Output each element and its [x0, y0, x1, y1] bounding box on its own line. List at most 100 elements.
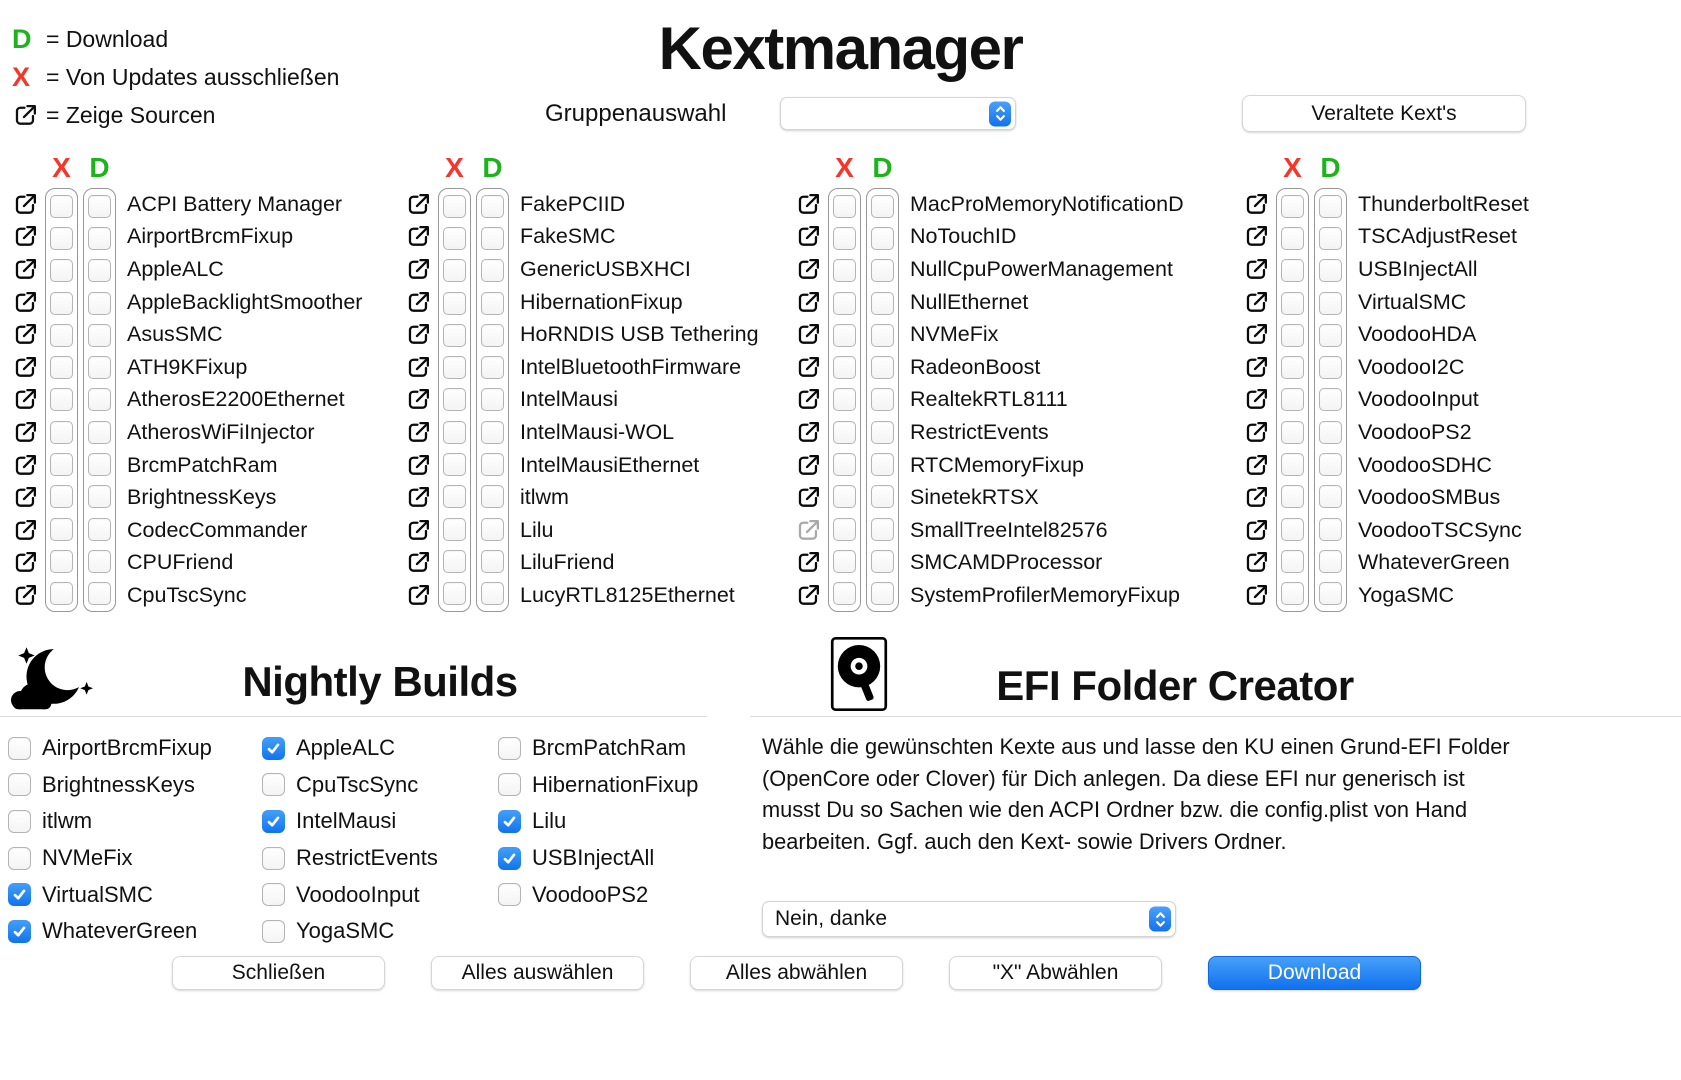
nightly-checkbox[interactable] — [262, 809, 285, 833]
download-checkbox[interactable] — [1319, 517, 1342, 541]
download-checkbox[interactable] — [88, 259, 111, 283]
download-checkbox[interactable] — [481, 259, 504, 283]
download-checkbox[interactable] — [481, 356, 504, 380]
exclude-update-checkbox[interactable] — [1281, 420, 1304, 444]
show-source-icon[interactable] — [12, 354, 39, 381]
exclude-update-checkbox[interactable] — [50, 356, 73, 380]
select-all-button[interactable]: Alles auswählen — [431, 956, 644, 990]
exclude-update-checkbox[interactable] — [1281, 323, 1304, 347]
download-checkbox[interactable] — [1319, 420, 1342, 444]
exclude-update-checkbox[interactable] — [833, 420, 856, 444]
exclude-update-checkbox[interactable] — [443, 420, 466, 444]
show-source-icon[interactable] — [405, 517, 432, 544]
exclude-update-checkbox[interactable] — [443, 582, 466, 606]
show-source-icon[interactable] — [795, 484, 822, 511]
exclude-update-checkbox[interactable] — [443, 226, 466, 250]
show-source-icon[interactable] — [405, 321, 432, 348]
show-source-icon[interactable] — [405, 582, 432, 609]
show-source-icon[interactable] — [12, 549, 39, 576]
show-source-icon[interactable] — [1243, 386, 1270, 413]
exclude-update-checkbox[interactable] — [443, 259, 466, 283]
exclude-update-checkbox[interactable] — [1281, 549, 1304, 573]
nightly-checkbox[interactable] — [498, 773, 521, 797]
show-source-icon[interactable] — [795, 386, 822, 413]
download-checkbox[interactable] — [481, 226, 504, 250]
exclude-update-checkbox[interactable] — [1281, 291, 1304, 315]
efi-choice-dropdown[interactable]: Nein, danke — [762, 901, 1176, 937]
download-checkbox[interactable] — [1319, 388, 1342, 412]
show-source-icon[interactable] — [12, 191, 39, 218]
exclude-update-checkbox[interactable] — [443, 388, 466, 412]
download-checkbox[interactable] — [871, 485, 894, 509]
show-source-icon[interactable] — [405, 549, 432, 576]
exclude-update-checkbox[interactable] — [833, 517, 856, 541]
download-checkbox[interactable] — [871, 323, 894, 347]
nightly-checkbox[interactable] — [498, 846, 521, 870]
download-checkbox[interactable] — [871, 420, 894, 444]
download-checkbox[interactable] — [88, 549, 111, 573]
show-source-icon[interactable] — [12, 223, 39, 250]
download-checkbox[interactable] — [88, 356, 111, 380]
download-checkbox[interactable] — [1319, 259, 1342, 283]
show-source-icon[interactable] — [1243, 582, 1270, 609]
exclude-update-checkbox[interactable] — [833, 485, 856, 509]
show-source-icon[interactable] — [1243, 223, 1270, 250]
show-source-icon[interactable] — [405, 354, 432, 381]
show-source-icon[interactable] — [12, 321, 39, 348]
show-source-icon[interactable] — [12, 419, 39, 446]
download-checkbox[interactable] — [88, 420, 111, 444]
download-checkbox[interactable] — [871, 582, 894, 606]
download-checkbox[interactable] — [481, 485, 504, 509]
nightly-checkbox[interactable] — [262, 883, 285, 907]
show-source-icon[interactable] — [795, 354, 822, 381]
exclude-update-checkbox[interactable] — [1281, 517, 1304, 541]
download-checkbox[interactable] — [88, 323, 111, 347]
exclude-update-checkbox[interactable] — [1281, 259, 1304, 283]
exclude-update-checkbox[interactable] — [833, 291, 856, 315]
show-source-icon[interactable] — [795, 321, 822, 348]
group-select-dropdown[interactable] — [780, 97, 1016, 130]
exclude-update-checkbox[interactable] — [443, 194, 466, 218]
exclude-update-checkbox[interactable] — [50, 323, 73, 347]
show-source-icon[interactable] — [795, 582, 822, 609]
download-checkbox[interactable] — [1319, 291, 1342, 315]
download-checkbox[interactable] — [481, 323, 504, 347]
exclude-update-checkbox[interactable] — [833, 453, 856, 477]
show-source-icon[interactable] — [1243, 484, 1270, 511]
show-source-icon[interactable] — [405, 256, 432, 283]
show-source-icon[interactable] — [12, 484, 39, 511]
show-source-icon[interactable] — [795, 419, 822, 446]
exclude-update-checkbox[interactable] — [443, 485, 466, 509]
exclude-update-checkbox[interactable] — [833, 388, 856, 412]
show-source-icon[interactable] — [1243, 256, 1270, 283]
nightly-checkbox[interactable] — [498, 809, 521, 833]
download-checkbox[interactable] — [88, 194, 111, 218]
exclude-update-checkbox[interactable] — [443, 517, 466, 541]
nightly-checkbox[interactable] — [262, 736, 285, 760]
download-checkbox[interactable] — [481, 582, 504, 606]
exclude-update-checkbox[interactable] — [1281, 582, 1304, 606]
outdated-kexts-button[interactable]: Veraltete Kext's — [1242, 95, 1526, 132]
exclude-update-checkbox[interactable] — [833, 323, 856, 347]
show-source-icon[interactable] — [12, 517, 39, 544]
download-button[interactable]: Download — [1208, 956, 1421, 990]
download-checkbox[interactable] — [88, 453, 111, 477]
show-source-icon[interactable] — [12, 386, 39, 413]
exclude-update-checkbox[interactable] — [50, 259, 73, 283]
download-checkbox[interactable] — [871, 259, 894, 283]
exclude-update-checkbox[interactable] — [50, 194, 73, 218]
show-source-icon[interactable] — [795, 549, 822, 576]
download-checkbox[interactable] — [871, 356, 894, 380]
download-checkbox[interactable] — [1319, 582, 1342, 606]
nightly-checkbox[interactable] — [8, 846, 31, 870]
exclude-update-checkbox[interactable] — [1281, 453, 1304, 477]
show-source-icon[interactable] — [12, 256, 39, 283]
show-source-icon[interactable] — [405, 484, 432, 511]
show-source-icon[interactable] — [795, 191, 822, 218]
exclude-update-checkbox[interactable] — [443, 356, 466, 380]
download-checkbox[interactable] — [871, 194, 894, 218]
show-source-icon[interactable] — [1243, 419, 1270, 446]
exclude-update-checkbox[interactable] — [443, 453, 466, 477]
download-checkbox[interactable] — [1319, 323, 1342, 347]
download-checkbox[interactable] — [871, 549, 894, 573]
